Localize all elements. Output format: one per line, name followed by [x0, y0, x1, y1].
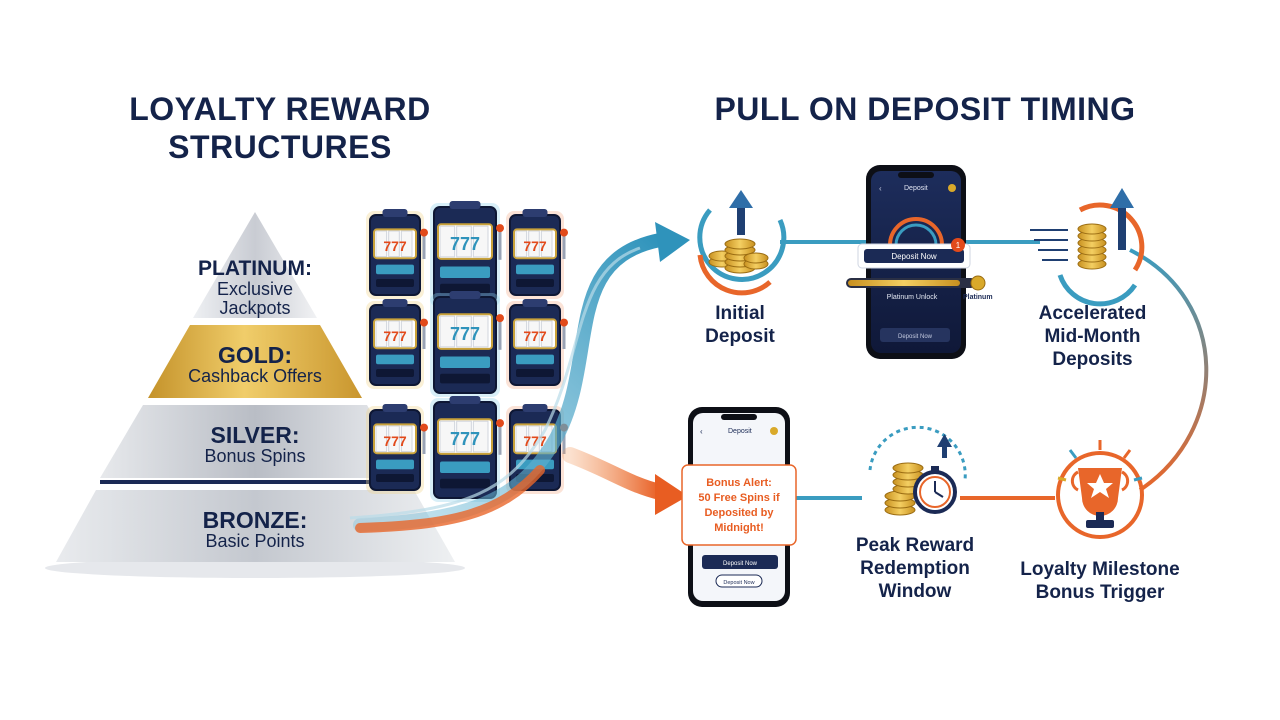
connector-accelerated-to-milestone	[1129, 248, 1209, 492]
slot-machine-icon: 777	[430, 291, 504, 397]
flow-arrows	[349, 222, 690, 533]
phone-top-back-icon: ‹	[879, 184, 882, 193]
phone-top-coin-icon	[948, 184, 956, 192]
tier-platinum-name: PLATINUM:	[198, 257, 312, 280]
initial-deposit-icon	[697, 190, 787, 296]
phone-bottom-header: Deposit	[728, 428, 752, 435]
step-accelerated-line2: Mid-Month	[1044, 326, 1141, 347]
bonus-alert-line1: Bonus Alert:	[706, 477, 772, 489]
phone-bottom: ‹ Deposit Bonus Alert: 50 Free Spins if …	[681, 407, 797, 607]
phone-bottom-back-icon: ‹	[700, 427, 703, 436]
step-loyalty-milestone: Loyalty Milestone Bonus Trigger	[1005, 558, 1195, 604]
step-initial-deposit: Initial Deposit	[680, 302, 800, 348]
tier-bronze-label: BRONZE: Basic Points	[130, 508, 380, 551]
slot-reel-text: 777	[450, 234, 480, 254]
pyramid-shadow	[45, 558, 465, 578]
orange-arrowhead	[655, 474, 688, 515]
tier-platinum-line3: Jackpots	[219, 297, 291, 318]
step-peak-reward: Peak Reward Redemption Window	[840, 534, 990, 603]
peak-reward-icon	[868, 425, 967, 516]
slot-reel-text: 777	[383, 433, 407, 449]
step-peak-line2: Redemption	[860, 558, 970, 579]
step-milestone-line1: Loyalty Milestone	[1020, 559, 1180, 580]
step-peak-line1: Peak Reward	[855, 535, 975, 556]
slot-reel-text: 777	[450, 429, 480, 449]
tier-platinum-shape	[193, 212, 317, 318]
slot-machine-icon: 777	[366, 404, 428, 494]
slot-machine-icon: 777	[366, 299, 428, 389]
slot-reel-text: 777	[383, 328, 407, 344]
tier-divider	[100, 480, 410, 484]
step-initial-line2: Deposit	[705, 326, 775, 347]
phone-bottom-coin-icon	[770, 427, 778, 435]
teal-flow-trail	[349, 246, 641, 520]
tier-silver-shape	[100, 405, 410, 478]
slot-machine-icon: 777	[430, 396, 504, 502]
slot-machine-icon: 777	[506, 209, 568, 299]
deposit-flow-connectors	[780, 240, 1209, 500]
step-peak-line3: Window	[878, 581, 952, 602]
phone-top-badge-count: 1	[956, 241, 961, 250]
phone-top-progress-label: Platinum Unlock	[887, 294, 938, 301]
step-accelerated-line3: Deposits	[1052, 349, 1133, 370]
bonus-alert-line3: Deposited by	[704, 507, 774, 519]
step-milestone-line2: Bonus Trigger	[1035, 582, 1165, 603]
phone-bottom-deposit-button[interactable]	[702, 555, 778, 569]
left-title-line2: STRUCTURES	[168, 129, 392, 165]
tier-gold-shape	[148, 325, 362, 398]
teal-arrowhead	[655, 222, 690, 262]
phone-top-header: Deposit	[904, 185, 928, 192]
phone-bottom-secondary-button[interactable]	[715, 574, 763, 588]
slot-reel-text: 777	[523, 328, 547, 344]
bonus-alert-line2: 50 Free Spins if	[698, 492, 780, 504]
phone-top-footer-button[interactable]	[880, 328, 950, 342]
phone-top-footer-label: Deposit Now	[898, 334, 933, 340]
phone-bottom-secondary-label: Deposit Now	[723, 580, 754, 586]
phone-top-progress-end: Platinum	[963, 294, 993, 301]
tier-silver-name: SILVER:	[210, 422, 300, 448]
phone-top: ‹ Deposit Deposit Now 1 Platinum Unlock …	[846, 165, 993, 359]
tier-platinum-label: PLATINUM: Exclusive Jackpots	[185, 257, 325, 318]
tier-gold-label: GOLD: Cashback Offers	[150, 343, 360, 386]
tier-bronze-line2: Basic Points	[205, 531, 305, 552]
orange-flow-arrow-base	[355, 465, 545, 533]
phone-top-deposit-label: Deposit Now	[891, 252, 937, 261]
tier-gold-line2: Cashback Offers	[188, 366, 322, 387]
slot-reel-text: 777	[450, 324, 480, 344]
phone-top-gauge	[888, 217, 944, 246]
tier-bronze-shape	[56, 490, 455, 562]
step-accelerated-line1: Accelerated	[1038, 303, 1147, 324]
slot-reel-text: 777	[523, 238, 547, 254]
step-accelerated: Accelerated Mid-Month Deposits	[1020, 302, 1165, 371]
orange-flow-arrow	[562, 447, 668, 500]
loyalty-pyramid	[45, 212, 465, 578]
bonus-alert-line4: Midnight!	[714, 522, 763, 534]
tier-silver-label: SILVER: Bonus Spins	[130, 423, 380, 466]
tier-bronze-name: BRONZE:	[202, 507, 308, 533]
slot-reel-text: 777	[383, 238, 407, 254]
tier-silver-line2: Bonus Spins	[204, 446, 306, 467]
left-title: LOYALTY REWARD STRUCTURES	[90, 90, 470, 166]
right-title: PULL ON DEPOSIT TIMING	[714, 91, 1136, 127]
step-initial-line1: Initial	[715, 303, 765, 324]
left-title-line1: LOYALTY REWARD	[129, 91, 431, 127]
phone-top-progress-fill	[848, 280, 960, 286]
slot-machine-icon: 777	[506, 299, 568, 389]
slot-machine-icon: 777	[430, 201, 504, 307]
tier-platinum-line2: Exclusive	[216, 279, 294, 300]
phone-top-notification-badge	[951, 238, 965, 252]
slot-machine-icon: 777	[366, 209, 428, 299]
trophy-icon	[1056, 440, 1144, 539]
accelerated-deposits-icon	[1030, 188, 1145, 307]
bonus-alert-popup	[681, 464, 797, 546]
tier-gold-name: GOLD:	[217, 342, 293, 368]
phone-bottom-deposit-label: Deposit Now	[723, 561, 758, 567]
